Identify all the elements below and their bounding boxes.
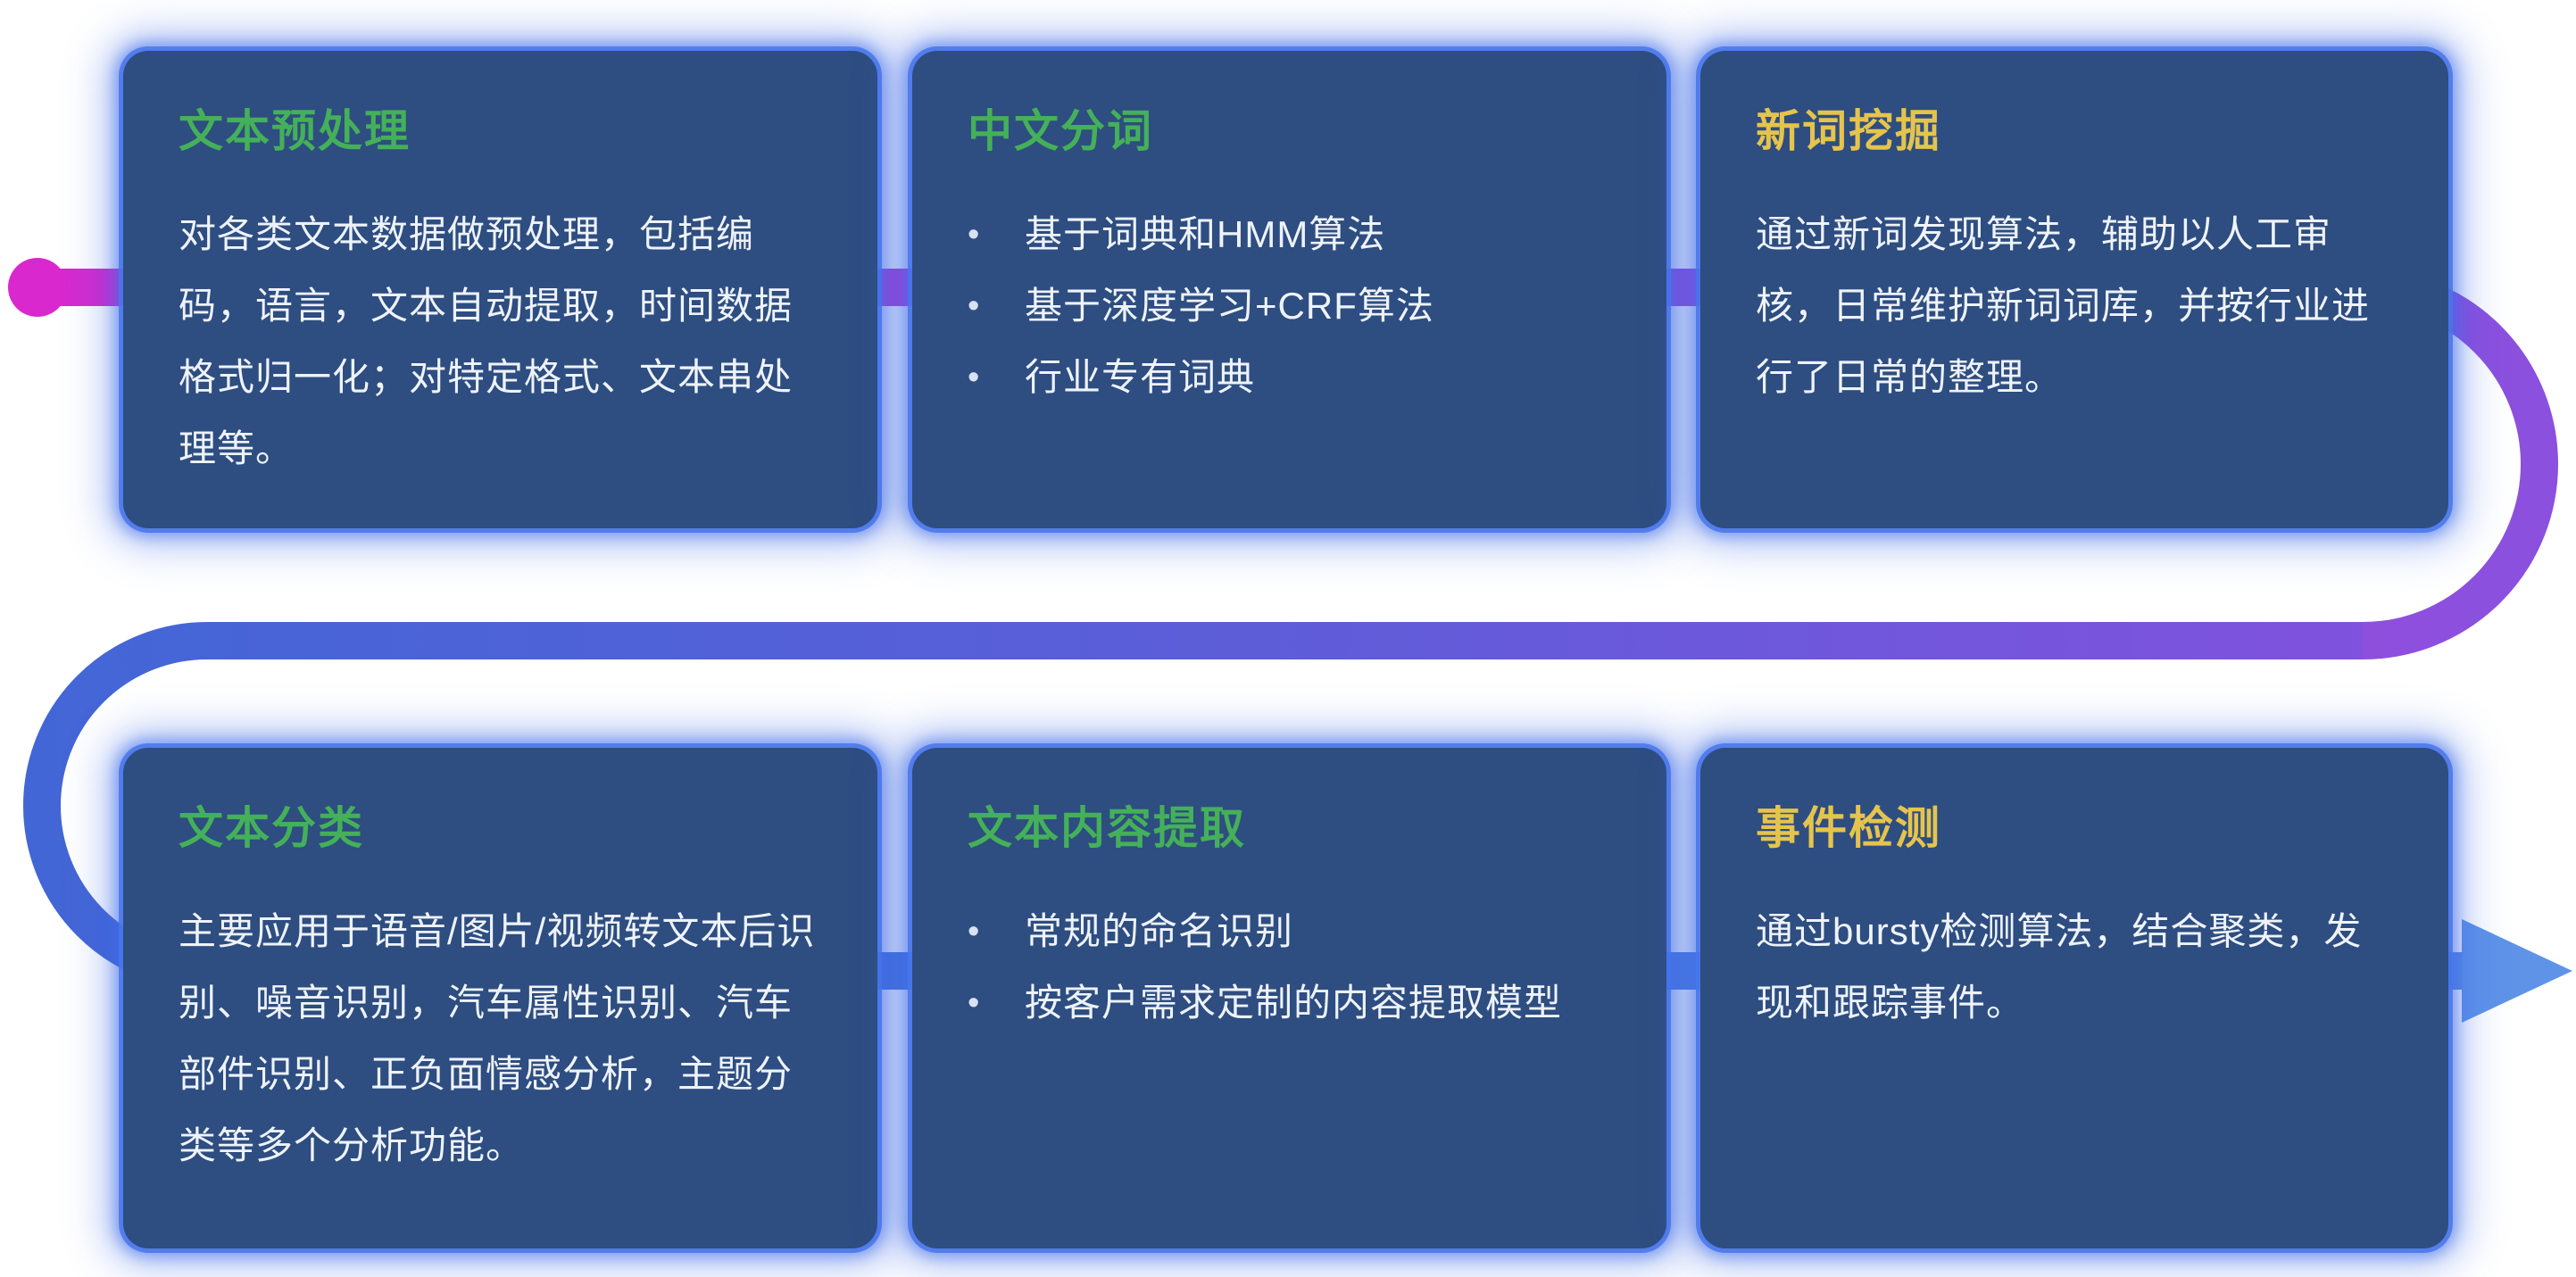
bullet-dot-icon: • xyxy=(968,359,981,396)
bullet-item: • 按客户需求定制的内容提取模型 xyxy=(968,967,1611,1039)
card-bullet-list: • 基于词典和HMM算法 • 基于深度学习+CRF算法 • 行业专有词典 xyxy=(968,199,1611,413)
card-body: 对各类文本数据做预处理，包括编码，语言，文本自动提取，时间数据格式归一化；对特定… xyxy=(179,213,794,469)
feature-card-new-word-mining: 新词挖掘 通过新词发现算法，辅助以人工审核，日常维护新词词库，并按行业进行了日常… xyxy=(1700,51,2448,528)
bullet-item: • 常规的命名识别 xyxy=(968,896,1611,967)
bullet-item: • 基于深度学习+CRF算法 xyxy=(968,270,1611,342)
feature-card-event-detection: 事件检测 通过bursty检测算法，结合聚类，发现和跟踪事件。 xyxy=(1700,748,2448,1248)
card-title: 事件检测 xyxy=(1756,803,1941,853)
flow-arrow-icon xyxy=(2462,919,2572,1023)
flow-start-dot xyxy=(8,258,67,317)
feature-card-chinese-segmentation: 中文分词 • 基于词典和HMM算法 • 基于深度学习+CRF算法 • 行业专有词… xyxy=(912,51,1666,528)
feature-card-text-preprocessing: 文本预处理 对各类文本数据做预处理，包括编码，语言，文本自动提取，时间数据格式归… xyxy=(123,51,877,528)
feature-card-text-classification: 文本分类 主要应用于语音/图片/视频转文本后识别、噪音识别，汽车属性识别、汽车部… xyxy=(123,748,877,1248)
card-title: 文本内容提取 xyxy=(968,803,1246,853)
bullet-dot-icon: • xyxy=(968,913,981,950)
bullet-text: 常规的命名识别 xyxy=(1025,910,1294,952)
card-title: 新词挖掘 xyxy=(1756,106,1941,156)
card-body: 通过新词发现算法，辅助以人工审核，日常维护新词词库，并按行业进行了日常的整理。 xyxy=(1756,213,2371,398)
card-bullet-list: • 常规的命名识别 • 按客户需求定制的内容提取模型 xyxy=(968,896,1611,1039)
bullet-text: 基于词典和HMM算法 xyxy=(1025,213,1386,255)
bullet-item: • 基于词典和HMM算法 xyxy=(968,199,1611,270)
feature-card-content-extraction: 文本内容提取 • 常规的命名识别 • 按客户需求定制的内容提取模型 xyxy=(912,748,1666,1248)
card-title: 文本预处理 xyxy=(179,106,411,156)
card-body: 通过bursty检测算法，结合聚类，发现和跟踪事件。 xyxy=(1756,910,2363,1024)
card-title: 文本分类 xyxy=(179,803,364,853)
bullet-text: 基于深度学习+CRF算法 xyxy=(1025,285,1434,327)
card-body: 主要应用于语音/图片/视频转文本后识别、噪音识别，汽车属性识别、汽车部件识别、正… xyxy=(179,910,816,1166)
bullet-dot-icon: • xyxy=(968,984,981,1022)
bullet-text: 行业专有词典 xyxy=(1025,356,1256,398)
bullet-dot-icon: • xyxy=(968,216,981,253)
bullet-dot-icon: • xyxy=(968,287,981,325)
bullet-text: 按客户需求定制的内容提取模型 xyxy=(1025,982,1563,1024)
bullet-item: • 行业专有词典 xyxy=(968,342,1611,413)
card-title: 中文分词 xyxy=(968,106,1153,156)
